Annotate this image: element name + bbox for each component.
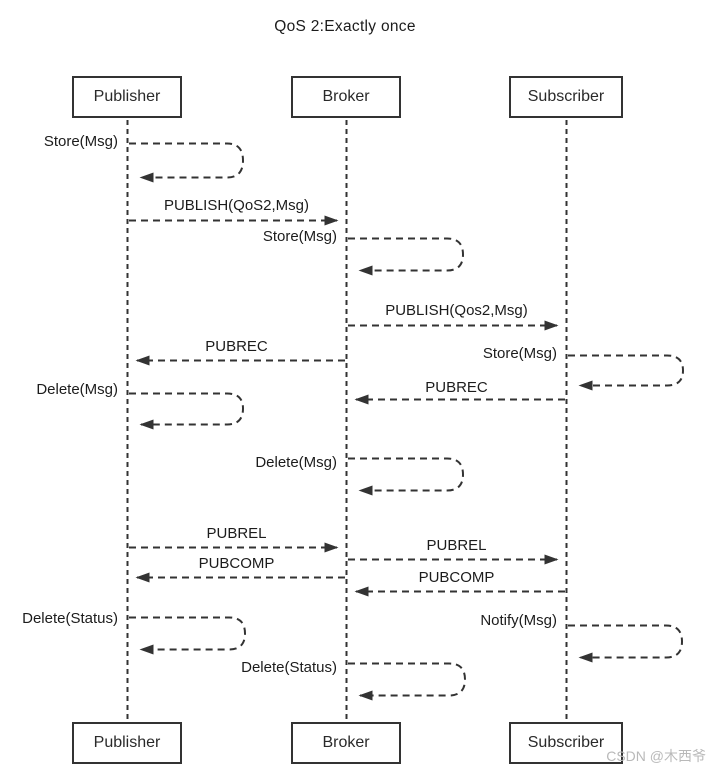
message-label-store-msg-publisher: Store(Msg) xyxy=(43,133,118,150)
self-loop-subscriber-store-msg xyxy=(568,354,685,391)
actor-label-broker: Broker xyxy=(322,734,370,751)
actor-box-subscriber-top: Subscriber xyxy=(509,76,623,118)
message-label-delete-msg-broker: Delete(Msg) xyxy=(255,454,337,471)
message-label-pubrel-to-subscriber: PUBREL xyxy=(426,537,487,554)
actor-box-publisher-bottom: Publisher xyxy=(72,722,182,764)
message-label-publish-qos2: PUBLISH(QoS2,Msg) xyxy=(163,197,310,214)
actor-box-publisher-top: Publisher xyxy=(72,76,182,118)
actor-label-broker: Broker xyxy=(322,88,370,105)
self-loop-publisher-store-msg xyxy=(129,142,245,183)
actor-box-broker-bottom: Broker xyxy=(291,722,401,764)
message-label-store-msg-subscriber: Store(Msg) xyxy=(482,345,557,362)
message-label-publish-qos2-2: PUBLISH(Qos2,Msg) xyxy=(385,302,528,319)
actor-label-subscriber: Subscriber xyxy=(527,734,605,751)
self-loop-broker-store-msg xyxy=(348,237,465,276)
message-label-pubrec-to-publisher: PUBREC xyxy=(205,338,268,355)
self-loop-broker-delete-msg xyxy=(348,457,465,496)
self-loop-subscriber-notify-msg xyxy=(568,624,684,663)
message-label-pubcomp-to-publisher: PUBCOMP xyxy=(198,555,275,572)
self-loop-broker-delete-status xyxy=(348,662,467,701)
csdn-watermark: CSDN @木西爷 xyxy=(606,748,706,764)
diagram-title: QoS 2:Exactly once xyxy=(274,18,416,35)
actor-label-publisher: Publisher xyxy=(93,734,161,751)
actor-box-broker-top: Broker xyxy=(291,76,401,118)
self-loop-publisher-delete-status xyxy=(129,616,247,655)
message-label-delete-msg-publisher: Delete(Msg) xyxy=(36,381,118,398)
message-label-notify-msg-subscriber: Notify(Msg) xyxy=(480,612,557,629)
self-loop-publisher-delete-msg xyxy=(129,392,245,430)
message-label-pubcomp-to-broker: PUBCOMP xyxy=(418,569,495,586)
message-label-delete-status-publisher: Delete(Status) xyxy=(22,610,118,627)
message-label-delete-status-broker: Delete(Status) xyxy=(241,659,337,676)
message-label-store-msg-broker: Store(Msg) xyxy=(262,228,337,245)
actor-label-publisher: Publisher xyxy=(93,88,161,105)
actor-label-subscriber: Subscriber xyxy=(527,88,605,105)
message-label-pubrec-to-broker: PUBREC xyxy=(425,379,488,396)
message-label-pubrel-to-broker: PUBREL xyxy=(206,525,267,542)
actor-box-subscriber-bottom: Subscriber xyxy=(509,722,623,764)
